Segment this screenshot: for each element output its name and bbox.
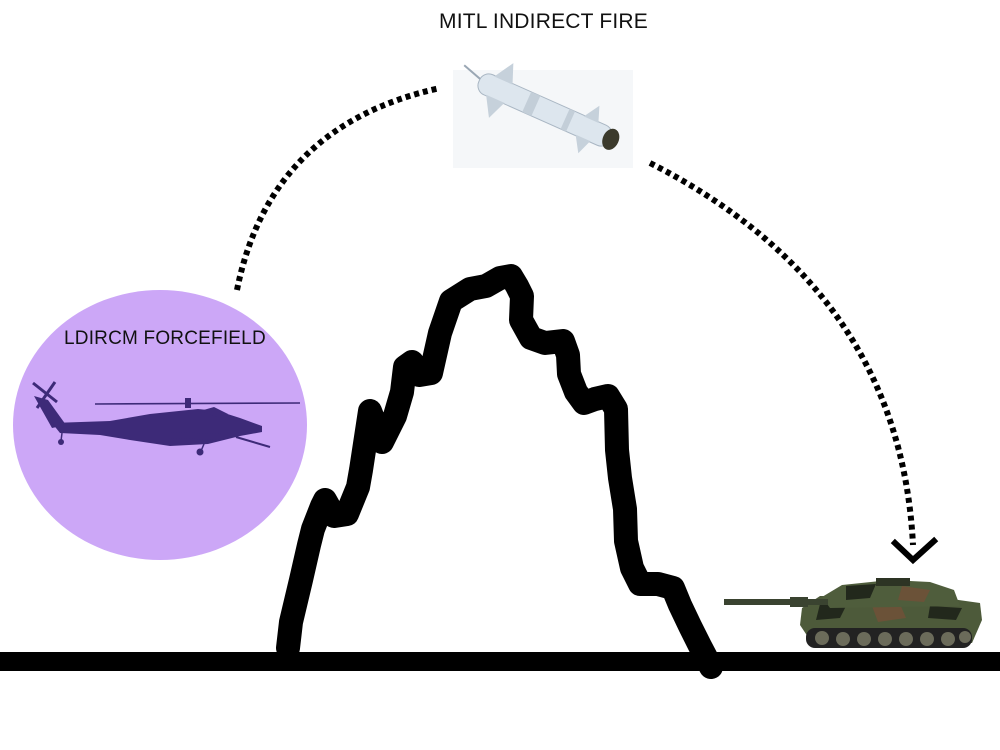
tank-icon [724,578,982,648]
forcefield-label: LDIRCM FORCEFIELD [64,328,266,349]
attack-helicopter-icon [32,381,301,456]
trajectory-arc-descent [648,160,916,546]
trajectory-arc-ascent [234,85,441,291]
chevron-down-icon [890,536,939,565]
missile-icon [453,63,633,168]
terrain-ridge [276,264,723,679]
diagram-title: MITL INDIRECT FIRE [439,10,648,33]
ground-line [0,652,1000,671]
